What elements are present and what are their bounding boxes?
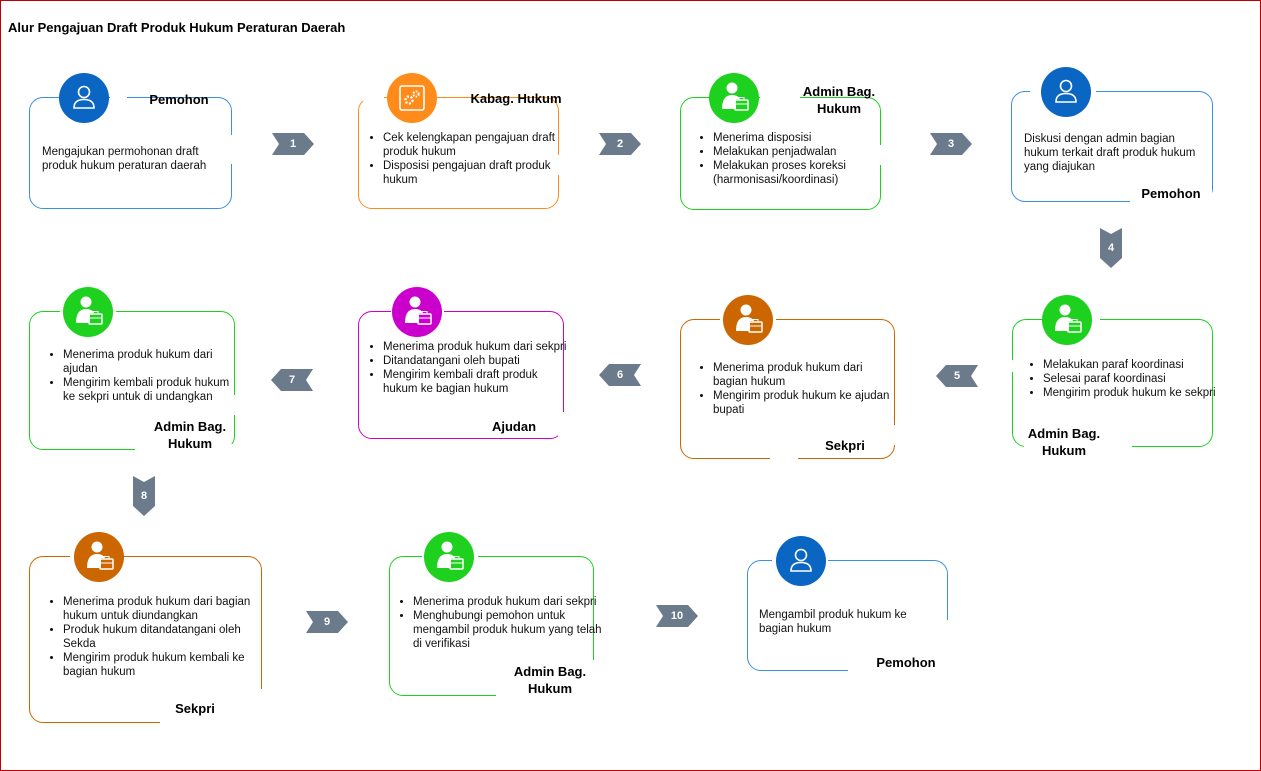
step-card-admin-bag-hukum-1 xyxy=(680,97,881,210)
step-item: Menerima produk hukum dari bagian hukum xyxy=(713,361,893,389)
arrow-label: 2 xyxy=(616,138,624,150)
arrow-left: 6 xyxy=(599,364,641,386)
worker-briefcase-icon xyxy=(424,532,474,582)
step-item: Selesai paraf koordinasi xyxy=(1043,372,1223,386)
step-item: Menghubungi pemohon untuk mengambil prod… xyxy=(413,609,605,651)
role-label: Pemohon xyxy=(149,92,209,107)
role-label: Admin Bag. Hukum xyxy=(802,84,876,116)
arrow-right: 3 xyxy=(930,133,972,155)
step-item: Mengirim produk hukum ke ajudan bupati xyxy=(713,389,893,417)
step-card-admin-bag-hukum-3 xyxy=(29,311,235,450)
arrow-left: 7 xyxy=(271,369,313,391)
step-item: Melakukan proses koreksi (harmonisasi/ko… xyxy=(713,159,883,187)
step-item: Menerima disposisi xyxy=(713,131,883,145)
step-card-pemohon-3 xyxy=(747,560,948,671)
role-label: Sekpri xyxy=(175,701,215,716)
step-item: Menerima produk hukum dari sekpri xyxy=(413,595,605,609)
step-items: Menerima produk hukum dari ajudan Mengir… xyxy=(43,348,243,404)
arrow-label: 3 xyxy=(947,138,955,150)
arrow-down: 4 xyxy=(1100,228,1122,268)
step-card-sekpri-2 xyxy=(29,556,262,723)
person-icon xyxy=(1041,67,1091,117)
role-label: Sekpri xyxy=(825,438,865,453)
role-label: Admin Bag. Hukum xyxy=(1027,426,1101,458)
step-item: Mengirim produk hukum kembali ke bagian … xyxy=(63,651,275,679)
step-card-sekpri-1 xyxy=(680,319,895,459)
arrow-right: 9 xyxy=(306,611,348,633)
worker-briefcase-icon xyxy=(392,287,442,337)
person-icon xyxy=(776,536,826,586)
role-label: Pemohon xyxy=(1130,185,1212,202)
role-label: Ajudan xyxy=(491,419,537,434)
step-item: Menerima produk hukum dari sekpri xyxy=(383,340,568,354)
worker-briefcase-icon xyxy=(723,295,773,345)
arrow-label: 4 xyxy=(1107,242,1115,254)
step-card-admin-bag-hukum-4 xyxy=(389,556,594,696)
step-card-pemohon-2 xyxy=(1011,91,1213,202)
gear-icon xyxy=(387,73,437,123)
step-item: Mengirim kembali draft produk hukum ke b… xyxy=(383,368,568,396)
arrow-label: 8 xyxy=(140,490,148,502)
step-items: Menerima disposisi Melakukan penjadwalan… xyxy=(693,131,883,187)
arrow-right: 1 xyxy=(272,133,314,155)
arrow-left: 5 xyxy=(936,365,978,387)
worker-briefcase-icon xyxy=(63,287,113,337)
arrow-label: 1 xyxy=(289,138,297,150)
worker-briefcase-icon xyxy=(709,73,759,123)
step-item: Produk hukum ditandatangani oleh Sekda xyxy=(63,623,275,651)
arrow-label: 9 xyxy=(323,616,331,628)
step-item: Melakukan paraf koordinasi xyxy=(1043,358,1223,372)
role-label: Admin Bag. Hukum xyxy=(153,419,227,451)
step-item: Melakukan penjadwalan xyxy=(713,145,883,159)
step-card-pemohon-1 xyxy=(29,97,232,209)
role-label: Admin Bag. Hukum xyxy=(513,664,587,696)
step-item: Menerima produk hukum dari ajudan xyxy=(63,348,243,376)
role-label: Pemohon xyxy=(876,655,936,670)
step-description: Mengambil produk hukum ke bagian hukum xyxy=(759,609,907,635)
arrow-label: 10 xyxy=(670,610,684,622)
step-item: Ditandatangani oleh bupati xyxy=(383,354,568,368)
step-card-kabag-hukum xyxy=(358,97,559,209)
step-item: Disposisi pengajuan draft produk hukum xyxy=(383,159,563,187)
step-item: Menerima produk hukum dari bagian hukum … xyxy=(63,595,275,623)
step-item: Mengirim produk hukum ke sekpri xyxy=(1043,386,1223,400)
step-items: Menerima produk hukum dari sekpri Menghu… xyxy=(393,595,605,651)
arrow-label: 6 xyxy=(616,369,624,381)
diagram-title: Alur Pengajuan Draft Produk Hukum Peratu… xyxy=(8,20,346,35)
step-item: Cek kelengkapan pengajuan draft produk h… xyxy=(383,131,563,159)
arrow-right: 10 xyxy=(656,605,698,627)
step-items: Menerima produk hukum dari sekpri Ditand… xyxy=(363,340,568,396)
role-label: Kabag. Hukum xyxy=(470,91,562,106)
worker-briefcase-icon xyxy=(74,532,124,582)
arrow-label: 7 xyxy=(288,374,296,386)
worker-briefcase-icon xyxy=(1042,295,1092,345)
arrow-down: 8 xyxy=(133,476,155,516)
arrow-right: 2 xyxy=(599,133,641,155)
step-item: Mengirim kembali produk hukum ke sekpri … xyxy=(63,376,243,404)
step-items: Menerima produk hukum dari bagian hukum … xyxy=(43,595,275,679)
step-items: Melakukan paraf koordinasi Selesai paraf… xyxy=(1023,358,1223,400)
person-icon xyxy=(59,73,109,123)
step-description: Diskusi dengan admin bagian hukum terkai… xyxy=(1024,133,1196,173)
arrow-label: 5 xyxy=(953,370,961,382)
step-card-ajudan xyxy=(358,311,564,439)
step-items: Menerima produk hukum dari bagian hukum … xyxy=(693,361,893,417)
step-description: Mengajukan permohonan draft produk hukum… xyxy=(42,146,207,172)
step-items: Cek kelengkapan pengajuan draft produk h… xyxy=(363,131,563,187)
